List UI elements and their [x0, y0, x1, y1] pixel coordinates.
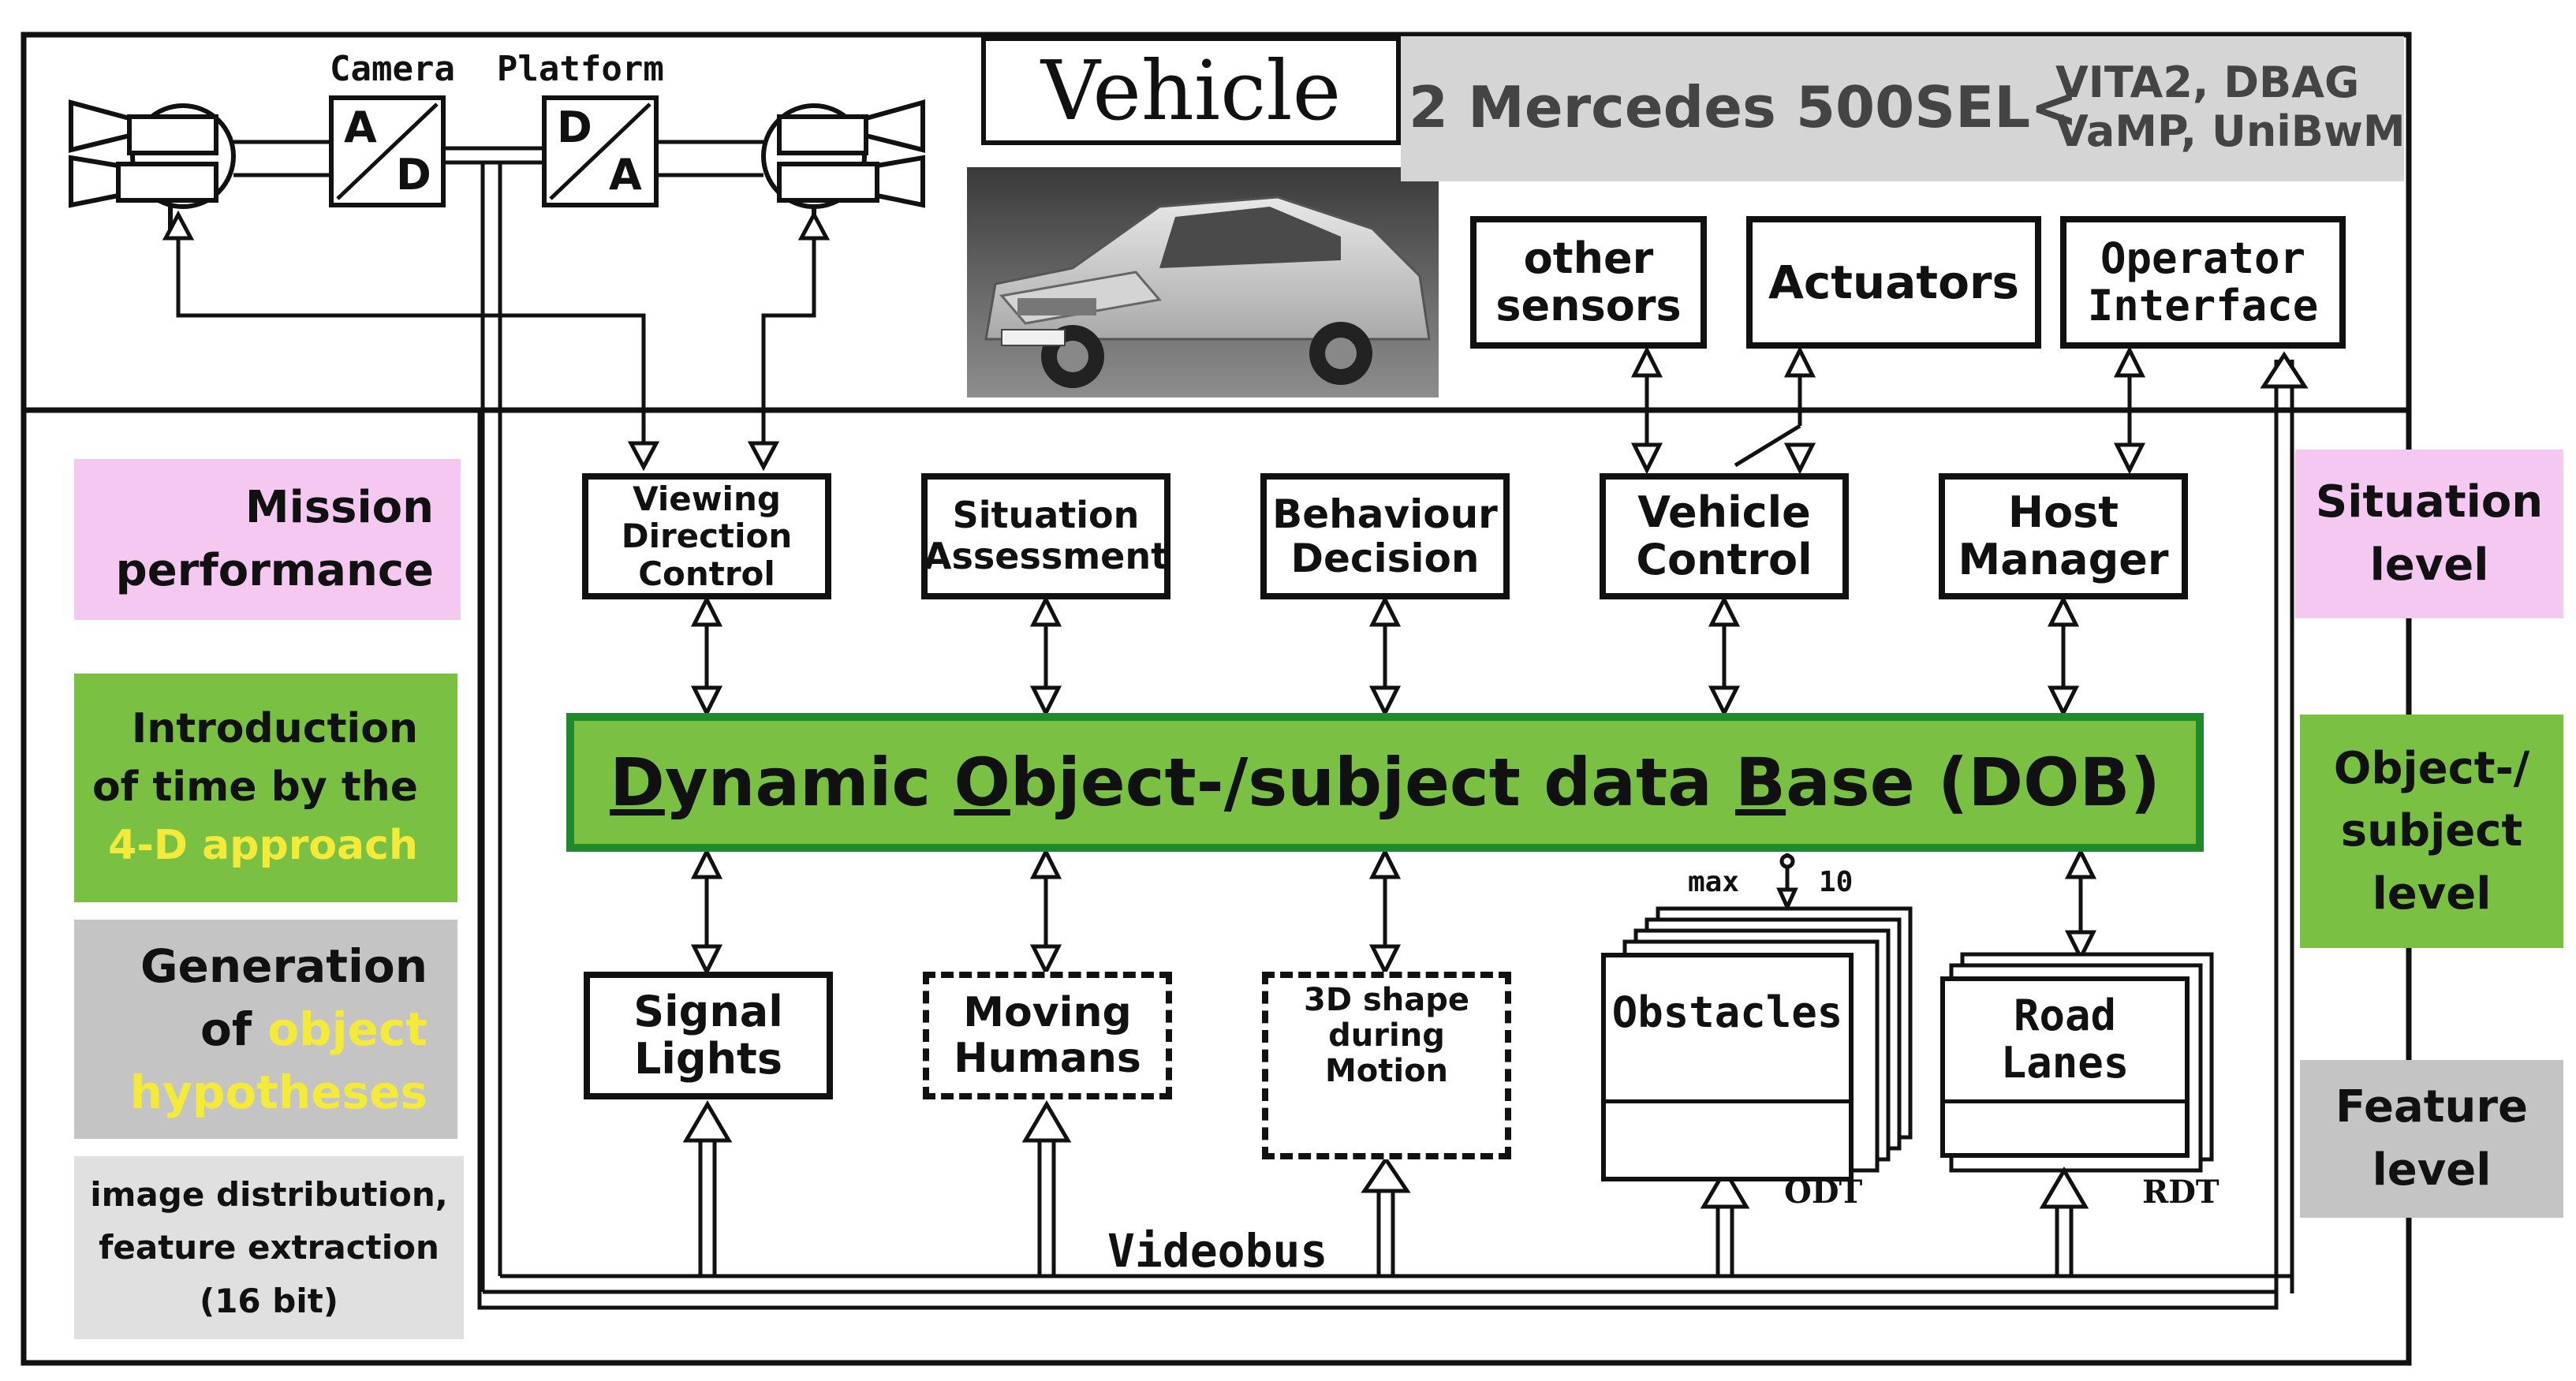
signal-lights-box: Signal Lights [584, 972, 833, 1099]
object-subject-level-label: Object-/ subject level [2300, 715, 2563, 948]
img-line2: feature extraction [99, 1228, 439, 1267]
gen-line1: Generation [140, 939, 427, 993]
viewing-direction-control-box: Viewing Direction Control [582, 473, 831, 599]
videobus-label: Videobus [1107, 1224, 1328, 1278]
feature-line1: Feature [2335, 1081, 2528, 1133]
situation-line1: Situation [2315, 476, 2544, 528]
3d-shape-line1: 3D shape [1304, 982, 1469, 1018]
dob-part3: ase (DOB) [1786, 744, 2160, 821]
operator-interface-box: Operator Interface [2060, 216, 2346, 349]
platform-banner-bg [1401, 36, 2404, 181]
obstacles-label: Obstacles [1611, 987, 1843, 1037]
da-bottom: A [609, 150, 642, 200]
gen-line2-object: object [267, 1002, 427, 1056]
mission-line1: Mission [245, 482, 434, 534]
dob-letter-d: D [610, 744, 665, 821]
moving-humans-box: Moving Humans [923, 972, 1172, 1099]
behaviour-decision-box: Behaviour Decision [1260, 473, 1510, 599]
generation-of-hypotheses-label: Generation of object hypotheses [74, 920, 457, 1139]
3d-shape-line2: during [1328, 1017, 1445, 1054]
dob-letter-b: B [1735, 744, 1786, 821]
da-top: D [557, 103, 592, 152]
feature-line2: level [2372, 1144, 2492, 1196]
ad-bottom: D [396, 150, 431, 200]
road-lanes-divider [1945, 1099, 2185, 1103]
intro-line2: of time by the [91, 763, 418, 812]
object-line2: subject [2340, 805, 2523, 857]
situation-level-label: Situation level [2295, 450, 2563, 618]
3d-shape-box: 3D shape during Motion [1262, 972, 1511, 1159]
object-line3: level [2372, 868, 2492, 920]
max-value: 10 [1819, 866, 1854, 898]
left-camera [69, 99, 236, 230]
situation-line2: level [2369, 539, 2489, 591]
introduction-of-time-label: Introduction of time by the 4-D approach [74, 674, 457, 902]
gen-line3: hypotheses [129, 1066, 427, 1120]
vehicle-title-box: Vehicle [981, 36, 1401, 145]
vehicle-photo [967, 167, 1439, 398]
object-line1: Object-/ [2333, 742, 2530, 794]
host-manager-box: Host Manager [1939, 473, 2188, 599]
vehicle-control-box: Vehicle Control [1600, 473, 1849, 599]
dob-part1: ynamic [664, 744, 954, 821]
rdt-label: RDT [2142, 1174, 2219, 1211]
platform-names-line1: VITA2, DBAG [2055, 58, 2360, 107]
max-label: max [1688, 866, 1740, 898]
intro-line3: 4-D approach [108, 821, 418, 869]
ad-top: A [344, 103, 377, 152]
mission-performance-label: Mission performance [74, 459, 461, 620]
road-lanes-label: Road Lanes [2000, 991, 2130, 1088]
platform-names-line2: VaMP, UniBwM [2055, 106, 2406, 156]
3d-shape-line3: Motion [1324, 1052, 1449, 1089]
right-camera [761, 99, 925, 230]
road-lanes-front: Road Lanes [1940, 976, 2190, 1158]
gen-line2: of object [74, 998, 427, 1061]
dob-part2: bject-/subject data [1010, 744, 1736, 821]
platform-names: VITA2, DBAG VaMP, UniBwM [2055, 58, 2406, 155]
obstacles-front: Obstacles [1601, 953, 1854, 1181]
platform-label: 2 Mercedes 500SEL< [1409, 74, 2078, 140]
situation-assessment-box: Situation Assessment [921, 473, 1170, 599]
odt-label: ODT [1784, 1174, 1863, 1211]
obstacles-divider [1606, 1099, 1849, 1103]
other-sensors-box: other sensors [1470, 216, 1707, 349]
dob-letter-o: O [954, 744, 1010, 821]
actuators-box: Actuators [1746, 216, 2041, 349]
intro-line1: Introduction [131, 705, 418, 753]
outer-frame [21, 32, 2412, 1366]
mission-line2: performance [115, 545, 434, 596]
image-distribution-label: image distribution, feature extraction (… [74, 1156, 464, 1339]
img-line3: (16 bit) [200, 1281, 338, 1320]
img-line1: image distribution, [90, 1175, 448, 1215]
gen-line2-prefix: of [200, 1002, 268, 1056]
camera-platform-label: Camera Platform [330, 49, 664, 89]
feature-level-label: Feature level [2300, 1060, 2563, 1218]
